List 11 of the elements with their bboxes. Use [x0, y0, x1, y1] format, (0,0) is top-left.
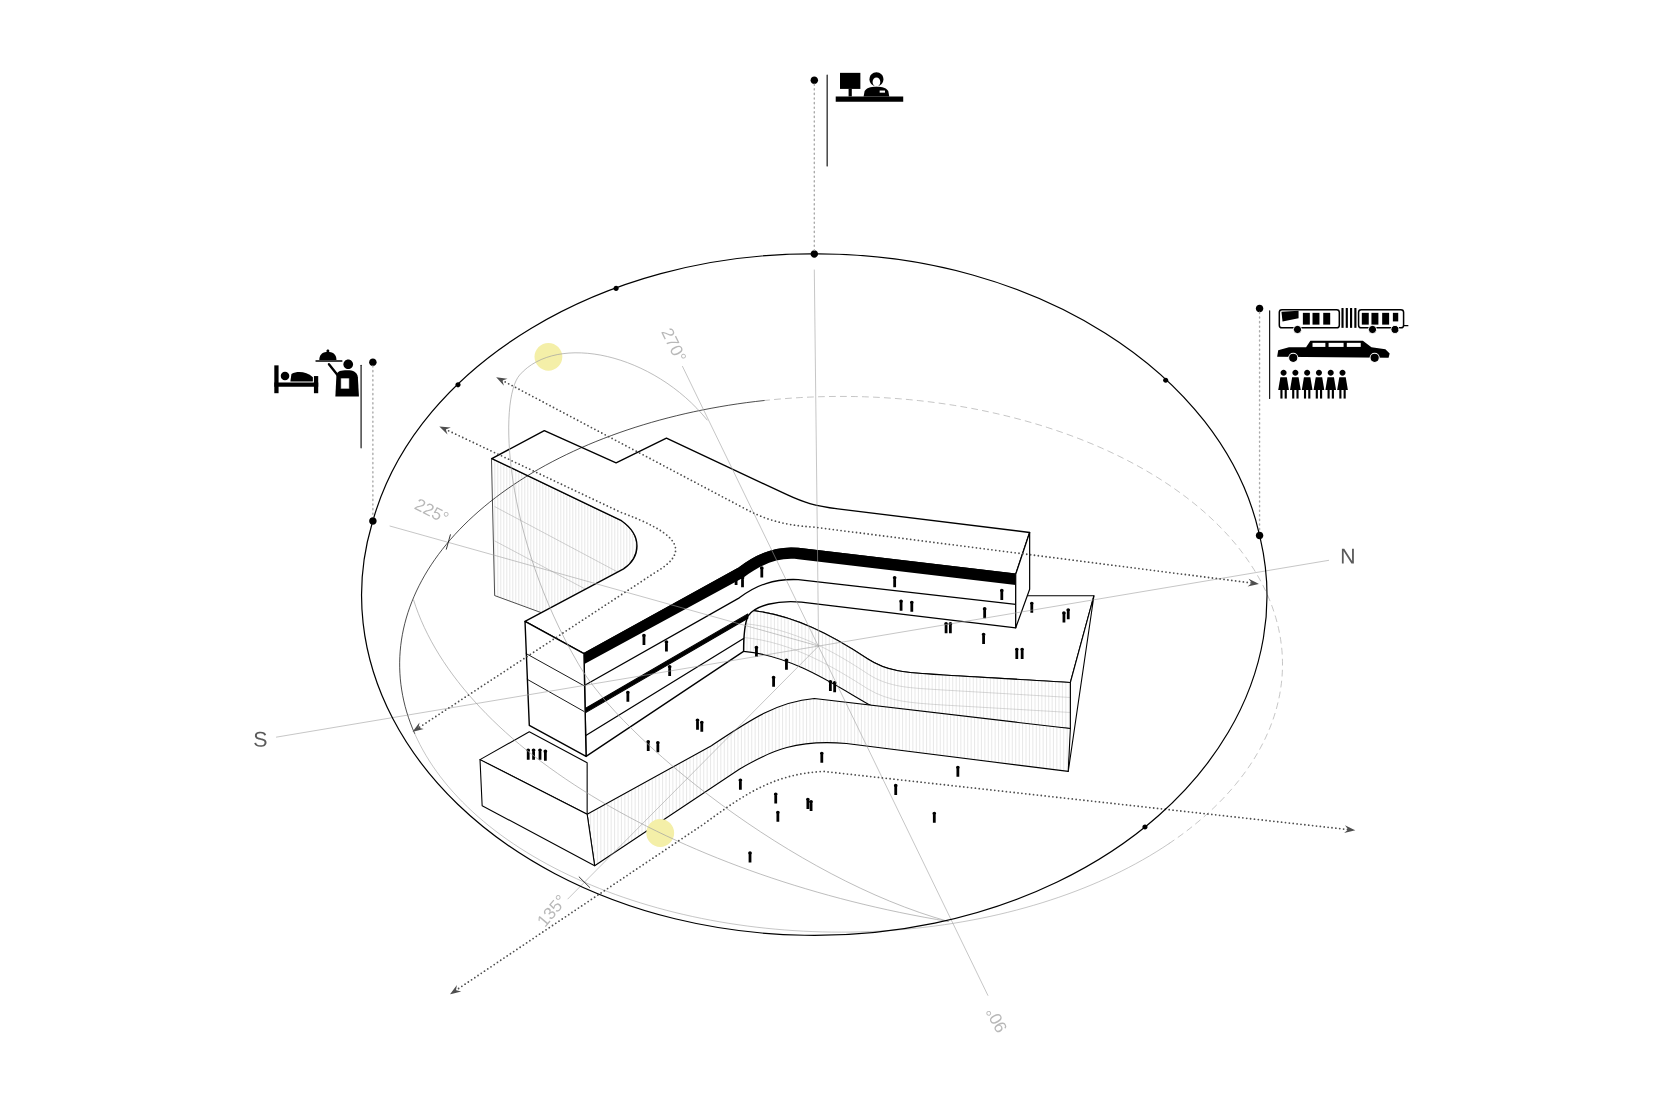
ring-arc — [373, 253, 812, 518]
ring-arc — [361, 523, 1268, 936]
ring-arc — [817, 253, 1260, 533]
degree-label: 270° — [661, 328, 686, 359]
compass-label: S — [254, 731, 267, 747]
compass-label: N — [1341, 548, 1354, 564]
leader-line — [1258, 311, 1261, 533]
degree-label: 90° — [986, 1010, 1007, 1033]
leader-line — [813, 83, 815, 251]
degree-label: 225° — [414, 499, 449, 520]
leader-line — [372, 365, 374, 518]
